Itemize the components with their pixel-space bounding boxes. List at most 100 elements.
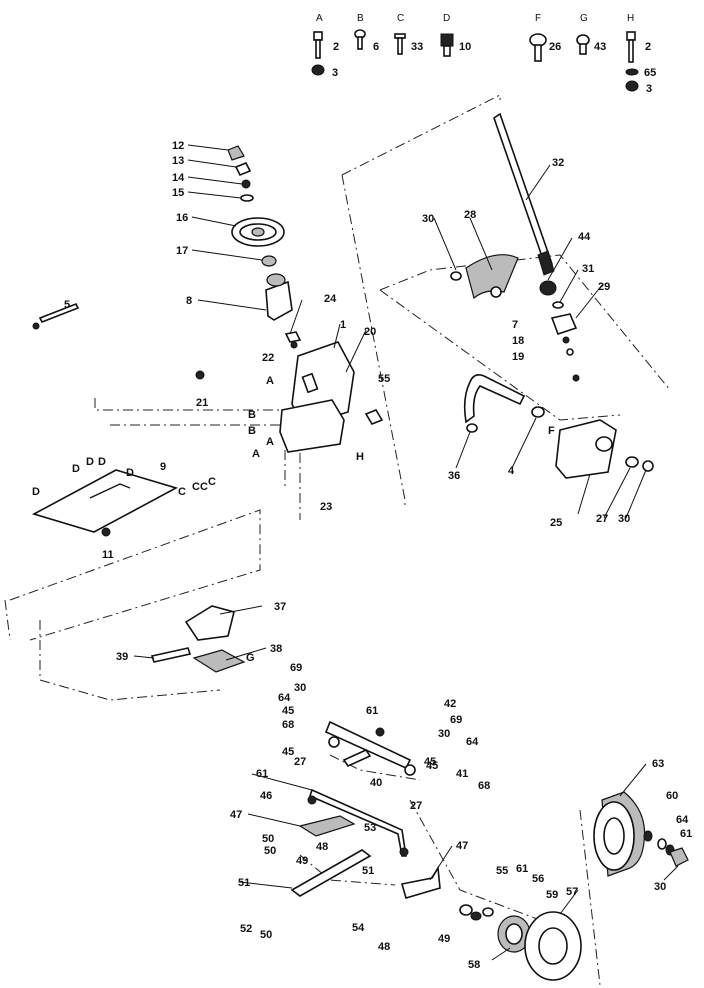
callout-label: 1: [340, 319, 346, 331]
callout-label: 55: [378, 373, 390, 385]
wheel-63-icon: [524, 911, 582, 981]
callout-label: B: [248, 409, 256, 421]
callout-label: 36: [448, 470, 460, 482]
clip-55-icon: [364, 409, 384, 425]
steering-column-cover-icon: [265, 280, 293, 321]
key-qty-d: 10: [459, 41, 471, 53]
callout-label: 39: [116, 651, 128, 663]
callout-label: 51: [362, 865, 374, 877]
key-washer-qty-h: 65: [644, 67, 656, 79]
callout-label: A: [252, 448, 260, 460]
bolt-h-icon: [626, 31, 636, 63]
key-letter-a: A: [316, 13, 323, 24]
callout-label: 69: [450, 714, 462, 726]
callout-label: 68: [282, 719, 294, 731]
assembly-outlines: [4, 94, 671, 986]
steering-gear-parts: [450, 112, 654, 479]
callout-label: 28: [464, 209, 476, 221]
axle-bracket-icon: [555, 419, 617, 479]
steering-insert-icon: [234, 161, 252, 177]
key-letter-b: B: [357, 13, 364, 24]
callout-label: 21: [196, 397, 208, 409]
bushing-56-icon: [482, 907, 494, 917]
pivot-42-icon: [375, 727, 385, 737]
callout-label: 52: [240, 923, 252, 935]
callout-label: 63: [652, 758, 664, 770]
callout-label: 19: [512, 351, 524, 363]
callout-label: 61: [256, 768, 268, 780]
bolt-39-icon: [150, 647, 192, 663]
callout-label: 45: [282, 746, 294, 758]
pedal-52-icon: [290, 849, 372, 897]
tire-60-icon: [593, 791, 646, 877]
callout-label: 50: [260, 929, 272, 941]
steering-bushing-icon: [261, 255, 277, 267]
fastener-22-icon: [290, 341, 298, 349]
callout-label: 60: [666, 790, 678, 802]
callout-label: 7: [512, 319, 518, 331]
callout-label: 47: [230, 809, 242, 821]
callout-label: 64: [278, 692, 291, 704]
washer-27-icon: [625, 456, 639, 468]
callout-label: 4: [508, 465, 515, 477]
key-nut-qty-h: 3: [646, 83, 652, 95]
nut-h-icon: [625, 80, 639, 92]
key-qty-g: 43: [594, 41, 606, 53]
callout-label: F: [548, 425, 555, 437]
callout-label: 27: [294, 756, 306, 768]
washer-18-icon: [566, 348, 574, 356]
steering-nut-icon: [241, 179, 251, 189]
callout-label: B: [248, 425, 256, 437]
callout-label: 27: [410, 800, 422, 812]
callout-label: 27: [596, 513, 608, 525]
callout-label: 61: [366, 705, 378, 717]
callout-label: 48: [316, 841, 328, 853]
callout-label: 58: [468, 959, 480, 971]
plate-53-icon: [298, 815, 356, 837]
screw-21-icon: [195, 370, 205, 380]
callout-label: 46: [260, 790, 272, 802]
callout-label: 48: [378, 941, 390, 953]
callout-label: 54: [352, 922, 365, 934]
callout-label: 40: [370, 777, 382, 789]
bracket-54-icon: [400, 865, 441, 899]
bolt-a-icon: [313, 31, 323, 59]
clip-30b-icon: [642, 460, 654, 472]
callout-label: 31: [582, 263, 594, 275]
key-qty-a: 2: [333, 41, 339, 53]
callout-label: 11: [102, 549, 114, 561]
callout-label: 22: [262, 352, 274, 364]
key-letter-c: C: [397, 13, 404, 24]
callout-label: 69: [290, 662, 302, 674]
washer-61-icon: [657, 838, 667, 850]
seat-clip-icon: [38, 302, 80, 324]
callout-label: 50: [264, 845, 276, 857]
callout-label: 55: [496, 865, 508, 877]
callout-label: A: [266, 436, 274, 448]
callout-label: 45: [426, 760, 438, 772]
callout-label: 32: [552, 157, 564, 169]
callout-label: 61: [680, 828, 692, 840]
callout-label: D: [72, 463, 80, 475]
washer-h-icon: [625, 68, 639, 76]
callout-label: 30: [438, 728, 450, 740]
floor-plate-icon: [31, 469, 179, 533]
steering-washer-icon: [240, 194, 254, 202]
callout-label: H: [356, 451, 364, 463]
callout-label: D: [86, 456, 94, 468]
callout-label: 51: [238, 877, 250, 889]
callout-label: G: [246, 652, 255, 664]
callout-label: 13: [172, 155, 184, 167]
callout-label: 45: [282, 705, 294, 717]
callout-label: 20: [364, 326, 376, 338]
bracket-38-icon: [192, 649, 246, 673]
callout-label: 17: [176, 245, 188, 257]
bushing-4-icon: [531, 406, 545, 418]
clip-24-icon: [284, 331, 302, 343]
callout-label: 53: [364, 822, 376, 834]
callout-label: A: [266, 375, 274, 387]
callout-label: C: [192, 481, 200, 493]
callout-label: 14: [172, 172, 185, 184]
bolt-11-icon: [101, 527, 111, 537]
